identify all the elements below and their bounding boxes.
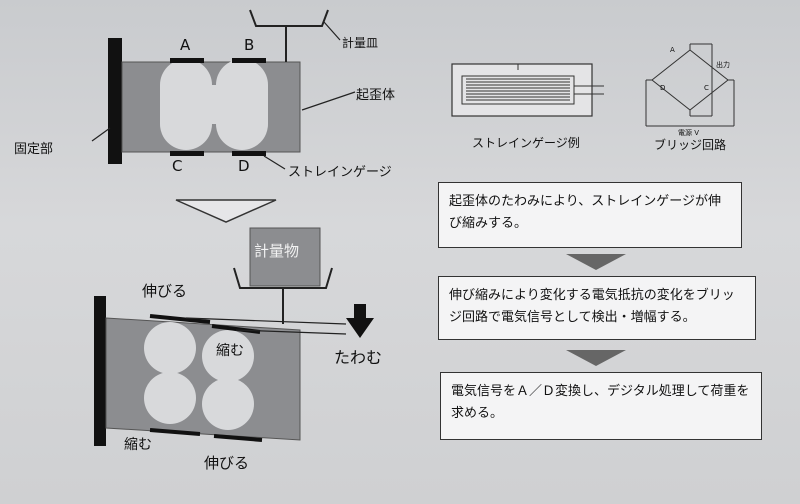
fixed-wall-bottom [94, 296, 106, 446]
compress-bottom-label: 縮む [124, 437, 152, 453]
bridge-output-label: 出力 [716, 61, 730, 69]
bend-arrow [346, 304, 374, 338]
label-c: C [172, 157, 183, 175]
bridge-node-c: C [704, 84, 709, 92]
gauge-a [170, 58, 204, 63]
gauge-stretch-top [149, 314, 211, 324]
stretch-top-label: 伸びる [142, 282, 188, 300]
fixed-wall-top [108, 38, 122, 164]
gauge-b [232, 58, 266, 63]
gauge-d [232, 151, 266, 156]
bend-label: たわむ [334, 348, 383, 367]
bridge-node-d: D [660, 84, 666, 92]
strain-body-holes-top [160, 59, 268, 150]
bridge-power-label: 電源 V [678, 129, 700, 137]
compress-mid-label: 縮む [216, 343, 244, 359]
label-d: D [238, 157, 250, 175]
gauge-stretch-bottom [213, 434, 263, 442]
step-box-2: 伸び縮みにより変化する電気抵抗の変化をブリッジ回路で電気信号として検出・増幅する… [438, 276, 756, 340]
bridge-node-a: A [670, 46, 675, 54]
object-box [249, 227, 321, 287]
stretch-bottom-label: 伸びる [204, 454, 250, 472]
flow-arrow-2 [566, 350, 626, 366]
flow-triangle [175, 199, 277, 223]
strain-gauge-example [451, 63, 604, 117]
fixed-part-label: 固定部 [14, 142, 54, 157]
bridge-circuit [645, 43, 735, 127]
step-box-1: 起歪体のたわみにより、ストレインゲージが伸び縮みする。 [438, 182, 742, 248]
gauge-compress-bottom [149, 428, 201, 436]
strain-body-holes-bottom [144, 322, 254, 430]
weighing-pan-top [249, 9, 329, 62]
bridge-circuit-caption: ブリッジ回路 [654, 138, 727, 152]
object-label: 計量物 [254, 242, 300, 260]
gauge-c [170, 151, 204, 156]
step-box-3: 電気信号をＡ／Ｄ変換し、デジタル処理して荷重を求める。 [440, 372, 762, 440]
strain-gauge-label: ストレインゲージ [288, 165, 392, 180]
gauge-example-caption: ストレインゲージ例 [472, 136, 580, 150]
label-a: A [180, 36, 191, 54]
weighing-pan-label: 計量皿 [342, 36, 379, 50]
flow-arrow-1 [566, 254, 626, 270]
strain-body-bottom [105, 317, 301, 441]
strain-body-label: 起歪体 [356, 88, 396, 103]
label-b: B [244, 36, 255, 54]
weighing-pan-bottom [233, 267, 333, 324]
